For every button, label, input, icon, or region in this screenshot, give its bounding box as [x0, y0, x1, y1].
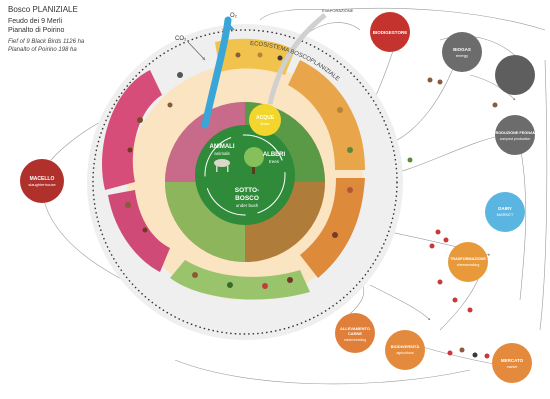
animals-band-lower: [108, 190, 170, 272]
biodiversity-label: BIODIVERSITÀ: [391, 344, 420, 349]
alberi-label: ALBERI: [263, 152, 286, 158]
co2-label: CO₂: [175, 36, 187, 42]
animali-label: ANIMALI: [210, 144, 235, 150]
biodiversity-node: [385, 330, 425, 370]
water-en-label: flows: [260, 121, 269, 126]
cheesemaking-en-label: cheesemaking: [457, 263, 480, 267]
biogas-label: BIOGAS: [453, 47, 471, 52]
subtitle-line-1: Feudo dei 9 Merli: [8, 18, 63, 25]
plants-band: [170, 260, 310, 300]
evaporation-arrow: [267, 13, 327, 105]
meat-breeding-node: [335, 313, 375, 353]
market-label: MERCATO: [501, 358, 524, 363]
tree-icon: [244, 147, 264, 174]
compost-en-label: compost production: [500, 137, 531, 141]
market-node: [492, 343, 532, 383]
center-circle: [195, 125, 295, 225]
energy-node: [495, 55, 535, 95]
biogas-node: [442, 32, 482, 72]
compost-label: PRODUZIONE FEGNAMI: [493, 131, 537, 135]
animals-band-upper: [102, 70, 162, 190]
animali-en-label: animals: [214, 151, 230, 156]
slaughterhouse-en-label: slaughterhouse: [28, 182, 56, 187]
center-cycle: [204, 134, 286, 216]
biodigester-node: [370, 12, 410, 52]
evaporation-label: EVAPORAZIONE: [322, 8, 354, 13]
sottobosco-label-2: BOSCO: [235, 195, 259, 202]
sottobosco-label-1: SOTTO-: [235, 187, 259, 194]
o2-label: O₂: [230, 13, 238, 19]
products-band-upper: [288, 60, 365, 170]
area-note-2: Planalto of Poirino 198 ha: [8, 47, 77, 53]
meat-breeding-label-2: CARNE: [348, 331, 363, 336]
co2-arrow: [187, 41, 206, 61]
meat-breeding-label: ALLEVAMENTO: [340, 326, 370, 331]
slaughterhouse-label: MACELLO: [30, 176, 55, 182]
biodiversity-en-label: agricultural: [396, 351, 413, 355]
market-en-label: market: [507, 365, 518, 369]
o2-arrowhead: [222, 22, 235, 30]
dairy-en-label: MARKET: [497, 212, 514, 217]
sottobosco-en-label: under bush: [236, 203, 259, 208]
products-band-lower: [300, 178, 365, 278]
dairy-label: DAIRY: [498, 206, 512, 211]
subtitle-line-2: Pianalto di Poirino: [8, 27, 65, 34]
band-items: [125, 52, 353, 289]
product-dots: [407, 77, 498, 359]
cheesemaking-node: [448, 242, 488, 282]
alberi-en-label: trees: [269, 159, 280, 164]
meat-breeding-en-label: meat breeding: [344, 338, 366, 342]
top-band: [215, 38, 295, 75]
area-note-1: Fief of 9 Black Birds 1126 ha: [8, 39, 85, 45]
diagram-title: Bosco PLANIZIALE: [8, 5, 78, 14]
dairy-node: [485, 192, 525, 232]
biogas-en-label: energy: [456, 53, 468, 58]
deer-icon: [214, 159, 230, 172]
compost-node: [495, 115, 535, 155]
biodigester-label: BIODIGESTORE: [373, 30, 407, 35]
ecosystem-boundary: [92, 29, 398, 335]
water-label: ACQUE: [256, 115, 275, 121]
slaughterhouse-node: [20, 159, 64, 203]
cheesemaking-label: TRASFORMAZIONE: [450, 257, 486, 261]
water-node: [249, 104, 281, 136]
